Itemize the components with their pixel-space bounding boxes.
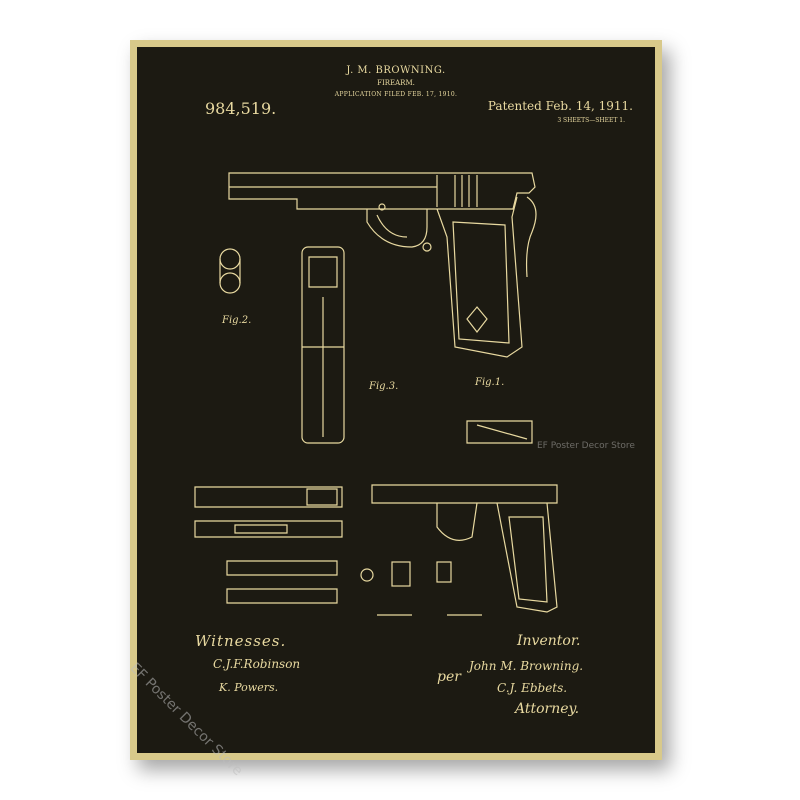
witnesses-label: Witnesses. [195,632,287,650]
fig1-pistol-drawing [228,172,537,358]
witness-signature-1: C.J.F.Robinson [213,657,301,671]
patent-inventor-header: J. M. BROWNING. [346,65,446,76]
inventor-signature: John M. Browning. [469,659,584,673]
fig2-label: Fig.2. [222,315,252,326]
patent-sheets: 3 SHEETS—SHEET 1. [557,117,625,124]
attorney-label: Attorney. [515,701,580,717]
inventor-label: Inventor. [517,633,581,649]
fig8-detail-drawing [466,420,533,444]
lower-pistol-drawing [371,484,558,613]
poster-frame: J. M. BROWNING. FIREARM. APPLICATION FIL… [130,40,662,760]
patent-number: 984,519. [205,99,277,118]
per-label: per [437,669,461,685]
patent-drawings [194,172,558,616]
fig3-label: Fig.3. [369,381,399,392]
fig2-drawing [219,248,241,294]
fig1-label: Fig.1. [475,377,505,388]
witness-signature-2: K. Powers. [219,681,279,694]
watermark-center: EF Poster Decor Store [537,441,635,451]
fig3-magazine-drawing [301,246,345,444]
patent-sheet: J. M. BROWNING. FIREARM. APPLICATION FIL… [137,47,655,753]
small-figures [360,561,482,616]
patent-application-date: APPLICATION FILED FEB. 17, 1910. [334,91,458,98]
lower-slide-views [194,486,343,604]
patent-date: Patented Feb. 14, 1911. [487,99,633,113]
patent-subject: FIREARM. [377,79,415,87]
attorney-signature: C.J. Ebbets. [497,681,568,695]
